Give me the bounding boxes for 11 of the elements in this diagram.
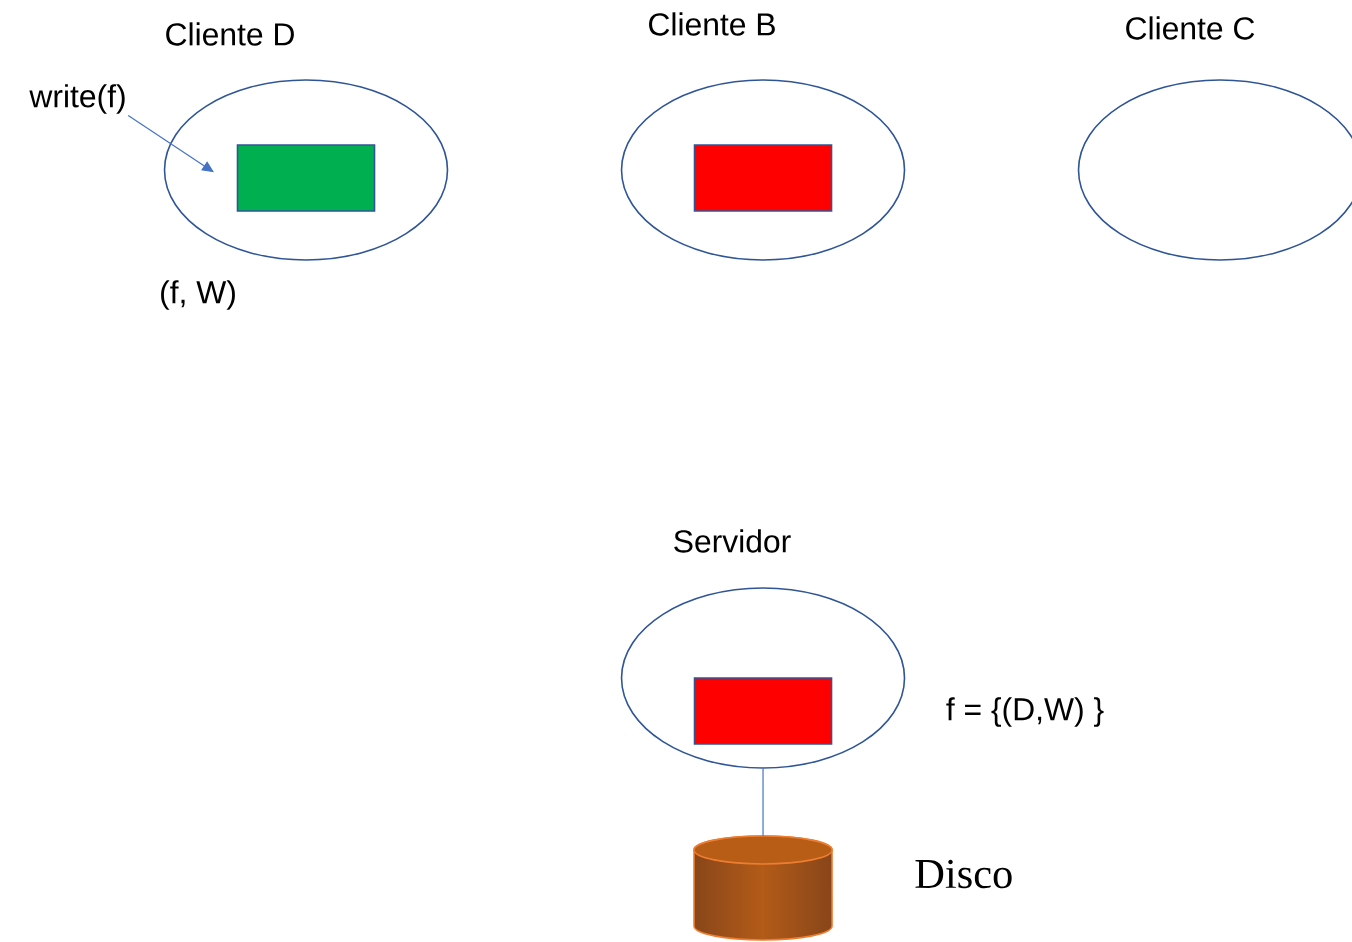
node-label: Disco: [915, 859, 1012, 889]
box: [693, 677, 833, 745]
box: [236, 144, 376, 212]
node-label: Cliente D: [166, 22, 294, 46]
note-text: (f, W): [161, 280, 235, 310]
note-text: f = {(D,W) }: [946, 697, 1104, 727]
node-label: Cliente B: [649, 12, 775, 36]
node-label: Servidor: [674, 529, 791, 553]
node-label: write(f): [29, 84, 125, 114]
node-label: Cliente C: [1126, 16, 1255, 40]
box: [693, 144, 833, 212]
